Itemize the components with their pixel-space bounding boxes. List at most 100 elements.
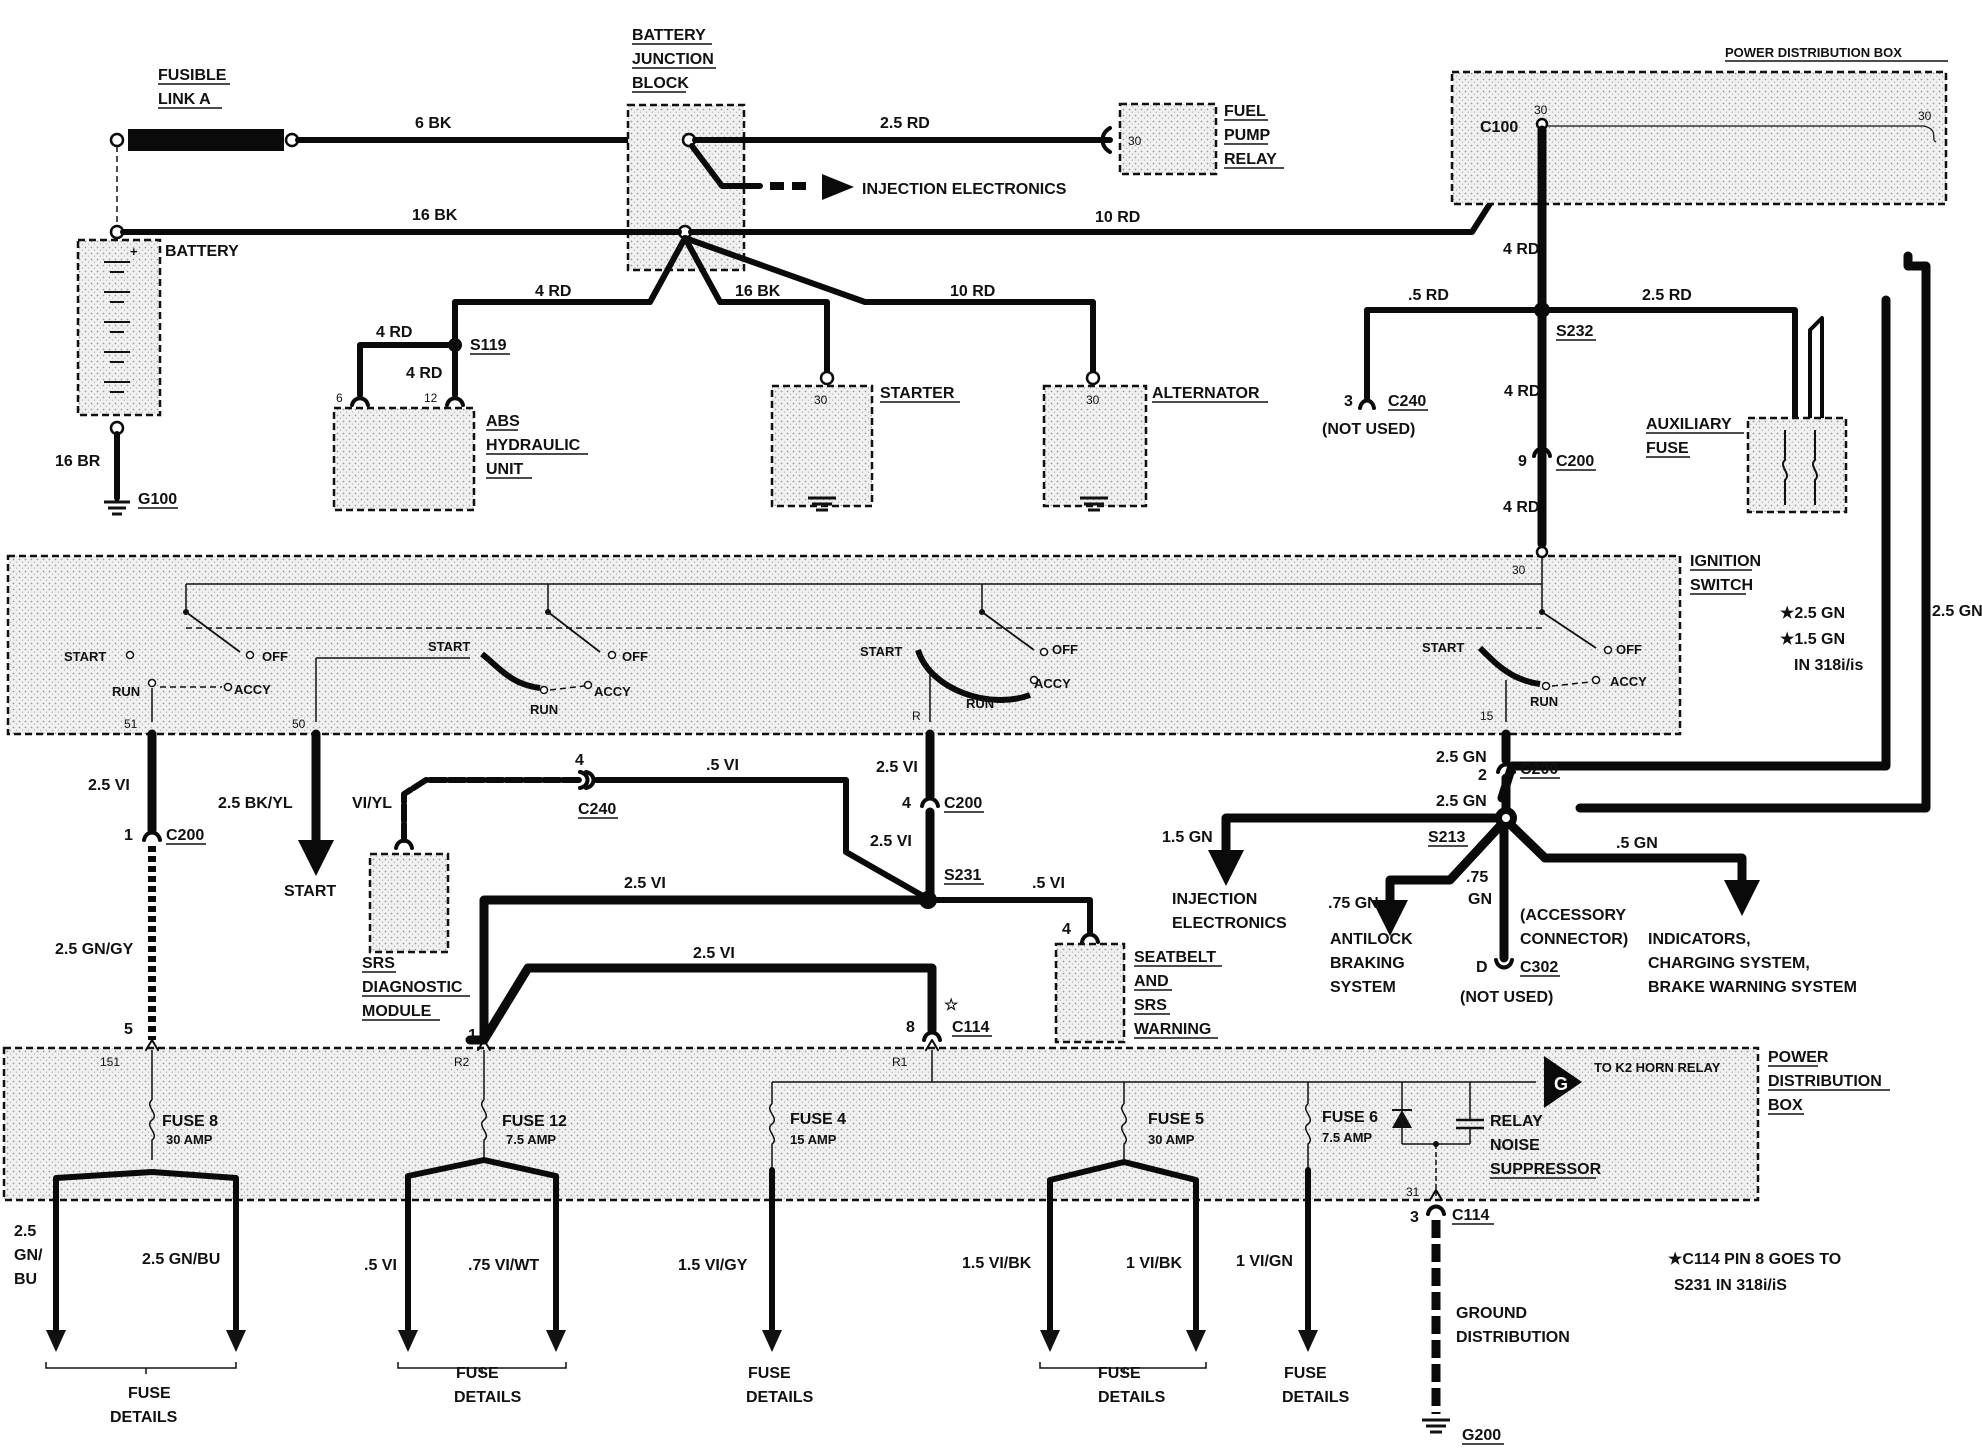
svg-text:NOISE: NOISE (1490, 1137, 1540, 1154)
wire-4rd-c-label: 4 RD (406, 365, 442, 382)
svg-text:R: R (912, 709, 921, 723)
svg-text:G: G (1554, 1074, 1568, 1094)
horn-relay-label: TO K2 HORN RELAY (1594, 1060, 1721, 1075)
bjb-label-3: BLOCK (632, 75, 689, 92)
connector-c240-a-label: C240 (1388, 393, 1426, 410)
battery (76, 238, 162, 417)
accessory-connector-label-1: (ACCESSORY (1520, 907, 1626, 924)
wire-75gn-b-label-2: GN (1468, 891, 1492, 908)
connector-c200-d-label: C200 (1520, 761, 1558, 778)
svg-text:RUN: RUN (1530, 694, 1558, 709)
gn-note-3: IN 318i/is (1794, 657, 1863, 674)
pdb-bottom-label-1: POWER (1768, 1049, 1829, 1066)
ground-g100-icon (104, 500, 130, 516)
wire-5vi-seat-label: .5 VI (1032, 875, 1065, 892)
starter (770, 384, 874, 508)
wire-25vi-c114-label: 2.5 VI (693, 945, 735, 962)
fuse-output-arrows (46, 1330, 1318, 1352)
wire-viyl-label: VI/YL (352, 795, 392, 812)
fuse6-wire-label: 1 VI/GN (1236, 1253, 1293, 1270)
seatbelt-label-1: SEATBELT (1134, 949, 1216, 966)
wire-10rd-b-label: 10 RD (950, 283, 995, 300)
svg-text:DETAILS: DETAILS (1282, 1389, 1350, 1406)
fuse12-wire-b-label: .75 VI/WT (468, 1257, 539, 1274)
ignition-switch-section-3: START OFF RUN ACCY R (860, 584, 1078, 723)
splice-s119-label: S119 (470, 337, 507, 354)
fuse-4: FUSE 4 15 AMP (769, 1082, 846, 1333)
fuse8-wire-a-label-2: GN/ (14, 1247, 43, 1264)
svg-text:OFF: OFF (1616, 642, 1642, 657)
ignition-switch-label-1: IGNITION (1690, 553, 1761, 570)
splice-s213-label: S213 (1428, 829, 1465, 846)
fuse8-wire-a-label-3: BU (14, 1271, 37, 1288)
wire-4rd-c200-label: 4 RD (1503, 499, 1539, 516)
fusible-link-label-1: FUSIBLE (158, 67, 227, 84)
svg-text:OFF: OFF (262, 649, 288, 664)
starter-label: STARTER (880, 385, 955, 402)
alternator-label: ALTERNATOR (1152, 385, 1260, 402)
ground-alternator-icon (1080, 496, 1108, 512)
svg-text:DETAILS: DETAILS (454, 1389, 522, 1406)
connector-c240-b-label: C240 (578, 801, 616, 818)
srs-label-2: DIAGNOSTIC (362, 979, 463, 996)
antilock-label-2: BRAKING (1330, 955, 1405, 972)
svg-text:ACCY: ACCY (594, 684, 631, 699)
ignition-switch-section-4: START OFF RUN ACCY 15 (1422, 584, 1647, 723)
wire-25vi-mid2-label: 2.5 VI (870, 833, 912, 850)
wire-25rd-aux-label: 2.5 RD (1642, 287, 1692, 304)
svg-text:30: 30 (1534, 103, 1548, 117)
fuse-8: FUSE 8 30 AMP (53, 1050, 239, 1333)
svg-text:OFF: OFF (622, 649, 648, 664)
svg-text:3: 3 (1344, 393, 1353, 410)
fuse8-wire-b-label: 2.5 GN/BU (142, 1251, 220, 1268)
antilock-label-1: ANTILOCK (1330, 931, 1413, 948)
svg-text:3: 3 (1410, 1209, 1419, 1226)
svg-text:R2: R2 (454, 1055, 470, 1069)
wire-75gn-b-label-1: .75 (1466, 869, 1488, 886)
wire-16br-label: 16 BR (55, 453, 101, 470)
wire-5gn-label: .5 GN (1616, 835, 1658, 852)
svg-text:12: 12 (424, 391, 438, 405)
svg-text:50: 50 (292, 717, 306, 731)
wire-16bk-label: 16 BK (412, 207, 458, 224)
ground-g100-label: G100 (138, 491, 177, 508)
ignition-switch-section-1: START OFF RUN ACCY 51 (64, 584, 288, 731)
wire-5vi-c240-label: .5 VI (706, 757, 739, 774)
svg-text:FUSE 5: FUSE 5 (1148, 1111, 1204, 1128)
svg-text:30 AMP: 30 AMP (166, 1132, 213, 1147)
svg-text:FUSE: FUSE (456, 1365, 499, 1382)
svg-text:OFF: OFF (1052, 642, 1078, 657)
fusible-link-terminal-left (109, 132, 125, 148)
seatbelt-srs-warning (1054, 942, 1126, 1044)
indicators-label-2: CHARGING SYSTEM, (1648, 955, 1810, 972)
connector-c100-label: C100 (1480, 119, 1518, 136)
gn-note-1: ★2.5 GN (1780, 605, 1845, 622)
svg-text:SUPPRESSOR: SUPPRESSOR (1490, 1161, 1602, 1178)
svg-text:151: 151 (100, 1055, 120, 1069)
ignition-switch (6, 554, 1682, 736)
svg-text:2: 2 (1478, 767, 1487, 784)
srs-diagnostic-module (368, 852, 450, 954)
connector-c114-a-label: C114 (952, 1019, 989, 1036)
svg-text:4: 4 (575, 752, 584, 769)
pdb-bottom-label-2: DISTRIBUTION (1768, 1073, 1882, 1090)
wire-4rd-b-label: 4 RD (376, 324, 412, 341)
auxiliary-fuse (1746, 416, 1848, 514)
pdb-top-label: POWER DISTRIBUTION BOX (1725, 45, 1902, 60)
wire-10rd-top-label: 10 RD (1095, 209, 1140, 226)
ignition-switch-label-2: SWITCH (1690, 577, 1753, 594)
svg-text:FUSE: FUSE (748, 1365, 791, 1382)
svg-text:30: 30 (1086, 393, 1100, 407)
footnote-line-2: S231 IN 318i/iS (1674, 1277, 1787, 1294)
pdb-bottom-label-3: BOX (1768, 1097, 1803, 1114)
srs-label-1: SRS (362, 955, 395, 972)
srs-label-3: MODULE (362, 1003, 432, 1020)
svg-text:RUN: RUN (530, 702, 558, 717)
aux-fuse-label-1: AUXILIARY (1646, 416, 1732, 433)
wire-4rd-a-label: 4 RD (535, 283, 571, 300)
accessory-connector-label-2: CONNECTOR) (1520, 931, 1628, 948)
wire-25vi-s231 (465, 895, 925, 1045)
not-used-c302-label: (NOT USED) (1460, 989, 1553, 1006)
svg-text:+: + (130, 244, 138, 259)
